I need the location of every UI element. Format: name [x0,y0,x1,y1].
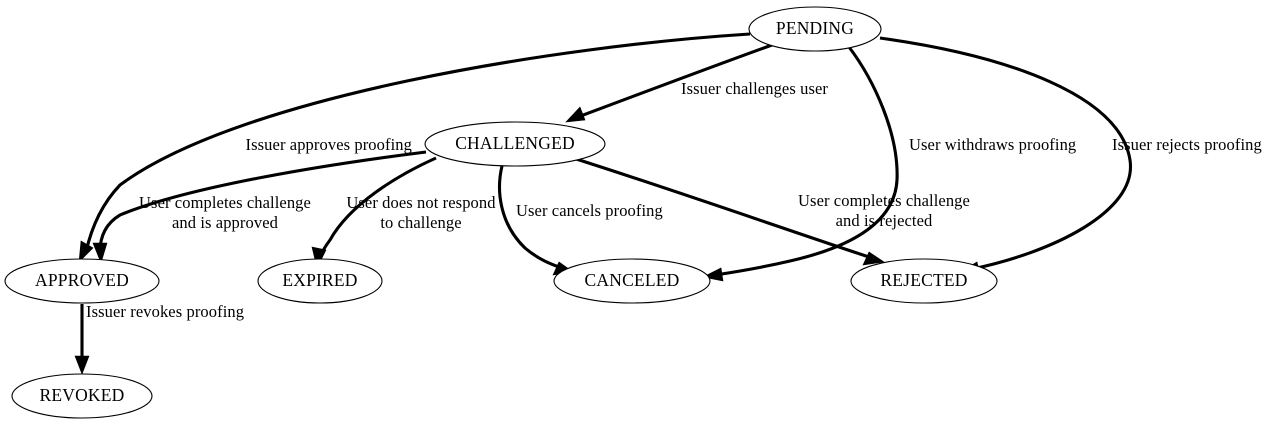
node-challenged[interactable]: CHALLENGED [424,121,606,167]
node-canceled[interactable]: CANCELED [553,258,711,304]
edge-label-pending-canceled: User withdraws proofing [909,135,1076,154]
node-shape-rejected [850,258,998,304]
arrowhead-pending-challenged [565,106,586,123]
node-pending[interactable]: PENDING [748,6,882,52]
node-label-revoked: REVOKED [39,385,124,405]
node-shape-expired [257,258,383,304]
edge-label-pending-rejected: Issuer rejects proofing [1112,135,1262,154]
edge-challenged-expired[interactable]: User does not respond to challenge [311,156,496,269]
edge-label-pending-challenged: Issuer challenges user [681,79,828,98]
edge-challenged-canceled[interactable]: User cancels proofing [498,165,663,276]
arrowhead-approved-revoked [74,355,90,375]
edge-label-challenged-approved-line1: User completes challenge [139,193,311,212]
edge-path-challenged-approved [98,150,427,253]
edge-challenged-rejected[interactable]: User completes challenge and is rejected [572,156,970,266]
node-label-rejected: REJECTED [880,270,967,290]
edge-pending-challenged[interactable]: Issuer challenges user [565,43,828,123]
node-shape-canceled [553,258,711,304]
node-label-challenged: CHALLENGED [455,133,575,153]
node-label-approved: APPROVED [35,270,129,290]
edge-path-pending-approved [84,32,751,253]
edge-path-challenged-canceled [498,165,563,270]
node-shape-challenged [424,121,606,167]
edge-label-pending-approved: Issuer approves proofing [246,135,412,154]
node-label-canceled: CANCELED [585,270,680,290]
edge-label-challenged-canceled: User cancels proofing [516,201,663,220]
edge-path-pending-rejected [879,36,1132,271]
node-label-expired: EXPIRED [282,270,357,290]
edge-label-challenged-rejected-line1: User completes challenge [798,191,970,210]
edge-challenged-approved[interactable]: User completes challenge and is approved [92,150,427,264]
node-rejected[interactable]: REJECTED [850,258,998,304]
edge-pending-approved[interactable]: Issuer approves proofing [78,32,751,263]
arrowhead-challenged-rejected [862,251,885,266]
edge-path-challenged-rejected [572,156,873,260]
node-shape-revoked [11,373,153,419]
edge-label-challenged-approved-line2: and is approved [172,213,279,232]
node-revoked[interactable]: REVOKED [11,373,153,419]
node-label-pending: PENDING [776,18,854,38]
arrowhead-pending-approved [78,240,94,263]
edge-path-pending-canceled [714,46,899,277]
edge-path-pending-challenged [577,43,773,119]
edge-pending-rejected[interactable]: Issuer rejects proofing [879,36,1262,276]
node-shape-pending [748,6,882,52]
edge-label-challenged-expired-line2: to challenge [380,213,461,232]
node-expired[interactable]: EXPIRED [257,258,383,304]
edge-label-challenged-rejected-line2: and is rejected [836,211,933,230]
arrowhead-challenged-approved [92,242,108,264]
edge-approved-revoked[interactable]: Issuer revokes proofing [74,302,244,375]
node-shape-approved [4,258,160,304]
node-approved[interactable]: APPROVED [4,258,160,304]
edge-label-approved-revoked: Issuer revokes proofing [86,302,244,321]
edge-label-challenged-expired-line1: User does not respond [346,193,496,212]
